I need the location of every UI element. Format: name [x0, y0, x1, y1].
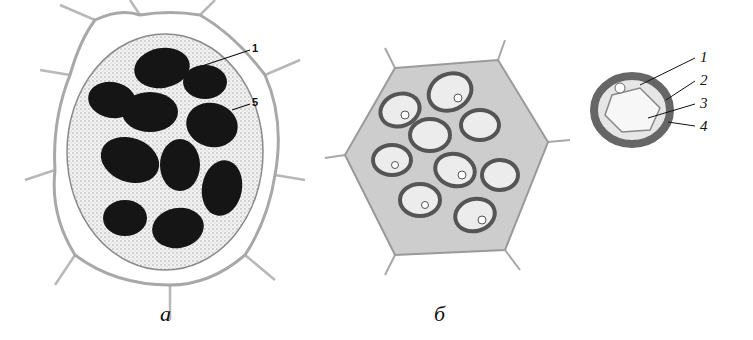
- callout-number: 1: [700, 50, 708, 65]
- callout-number: 3: [700, 96, 708, 111]
- callout-number: 5: [252, 97, 258, 108]
- callout-number: 2: [700, 73, 708, 88]
- panel-letter: б: [434, 303, 445, 325]
- panel-letter: а: [160, 303, 171, 325]
- callout-number: 1: [252, 43, 258, 54]
- callout-number: 4: [700, 119, 708, 134]
